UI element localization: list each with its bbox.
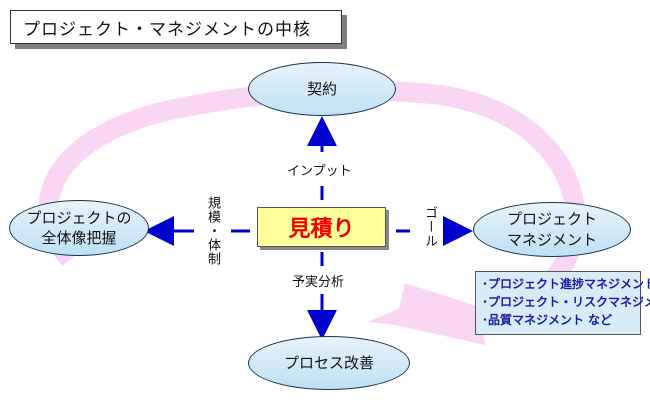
edge-label-analysis: 予実分析	[292, 275, 345, 290]
node-management-line1: プロジェクト	[506, 210, 597, 229]
center-estimation: 見積り	[257, 207, 386, 247]
edge-label-goal: ゴール	[422, 206, 437, 248]
callout-item: ･プロジェクト進捗マネジメント	[482, 277, 650, 291]
node-overview-line2: 全体像把握	[41, 229, 117, 247]
node-improvement: プロセス改善	[248, 336, 410, 390]
node-improvement-label: プロセス改善	[283, 353, 374, 372]
cycle-arrow-tip	[368, 300, 418, 325]
node-overview: プロジェクトの 全体像把握	[9, 200, 149, 256]
connector-arrows	[144, 116, 473, 340]
node-management-line2: マネジメント	[506, 230, 597, 249]
edge-label-input: インプット	[287, 164, 352, 179]
node-contract-label: 契約	[306, 79, 337, 98]
callout-item: ･品質マネジメント など	[482, 313, 613, 327]
edge-label-scale: 規模・体制	[205, 196, 220, 266]
node-management-label: プロジェクト マネジメント	[507, 209, 597, 250]
diagram-title: プロジェクト・マネジメントの中核	[10, 10, 342, 44]
node-overview-line1: プロジェクトの	[26, 208, 132, 227]
node-overview-label: プロジェクトの 全体像把握	[26, 208, 131, 249]
node-contract: 契約	[248, 62, 396, 116]
cycle-arrow-head	[395, 283, 485, 345]
node-management: プロジェクト マネジメント	[473, 202, 631, 257]
management-callout: ･プロジェクト進捗マネジメント ･プロジェクト・リスクマネジメント ･品質マネジ…	[475, 271, 650, 335]
callout-item: ･プロジェクト・リスクマネジメント	[482, 295, 650, 309]
